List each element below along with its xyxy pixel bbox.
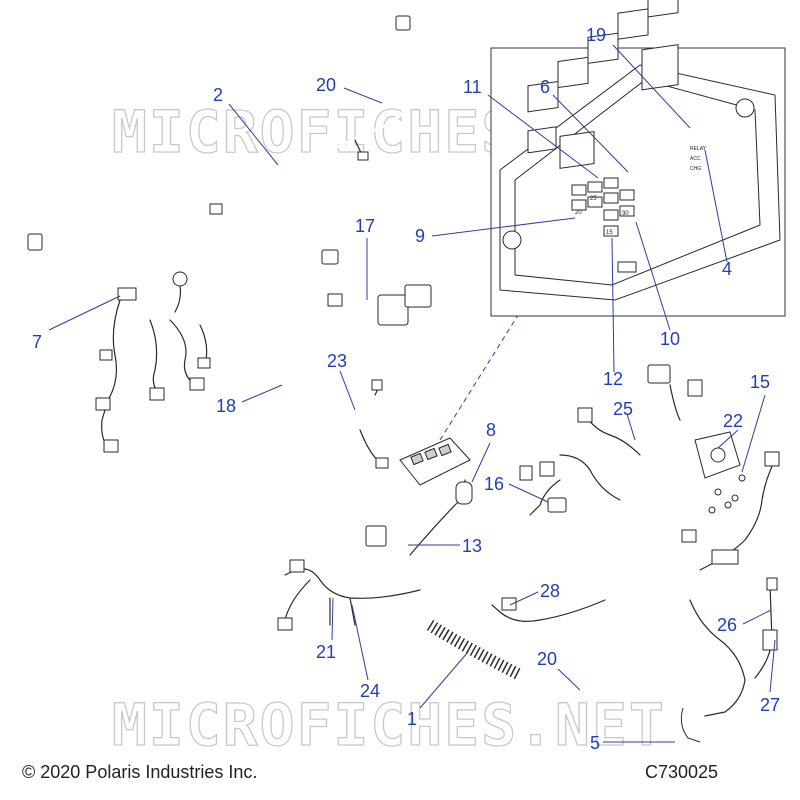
sub-harness-part-2 — [27, 15, 414, 296]
callout-22: 22 — [723, 411, 743, 431]
callout-12: 12 — [603, 369, 623, 389]
relay-legend-labels: RELAY ACC CHG — [690, 146, 707, 172]
callout-9: 9 — [415, 226, 425, 246]
callout-27: 27 — [760, 695, 780, 715]
fuse-label-25: 25 — [590, 196, 597, 202]
callout-16: 16 — [484, 474, 504, 494]
callout-13: 13 — [462, 536, 482, 556]
legend-acc: ACC — [690, 156, 701, 162]
callout-20-top: 20 — [316, 75, 336, 95]
callout-28: 28 — [540, 581, 560, 601]
connector-cluster-part-17 — [327, 284, 432, 469]
callout-1: 1 — [407, 709, 417, 729]
fuse-box-small — [399, 437, 471, 486]
callout-19: 19 — [586, 25, 606, 45]
fuse-box-detail-inset: 20 30 15 25 RELAY ACC CHG — [490, 0, 786, 317]
engine-harness-left — [95, 271, 357, 480]
watermark-bottom: MICROFICHES.NET — [112, 691, 666, 759]
legend-chg: CHG — [690, 166, 701, 172]
figure-code: C730025 — [645, 762, 719, 782]
fuse-label-15: 15 — [606, 230, 613, 236]
callout-4: 4 — [722, 259, 732, 279]
copyright-text: © 2020 Polaris Industries Inc. — [22, 762, 258, 782]
callout-20-bottom: 20 — [537, 649, 557, 669]
fuse-label-30: 30 — [622, 211, 629, 217]
callout-24: 24 — [360, 681, 380, 701]
leader-lines — [48, 44, 776, 743]
callout-10: 10 — [660, 329, 680, 349]
relay-array — [527, 0, 679, 169]
callout-7: 7 — [32, 332, 42, 352]
callout-17: 17 — [355, 216, 375, 236]
callout-2: 2 — [213, 85, 223, 105]
harness-right-side — [491, 364, 780, 743]
legend-relay: RELAY — [690, 146, 707, 152]
callout-15: 15 — [750, 372, 770, 392]
callout-23: 23 — [327, 351, 347, 371]
callout-21: 21 — [316, 642, 336, 662]
callout-5: 5 — [590, 733, 600, 753]
fuse-array: 20 30 15 25 — [571, 177, 635, 237]
callout-11: 11 — [463, 77, 482, 97]
callout-26: 26 — [717, 615, 737, 635]
callout-18: 18 — [216, 396, 236, 416]
fuse-label-20: 20 — [575, 210, 582, 216]
main-harness-trunk-part-1 — [277, 460, 605, 696]
detail-view-pointer — [439, 311, 521, 441]
callout-6: 6 — [540, 77, 550, 97]
callout-25: 25 — [613, 399, 633, 419]
callout-8: 8 — [486, 420, 496, 440]
screws-part-15 — [708, 474, 746, 514]
grommet-part-22 — [694, 431, 741, 479]
callout-numbers: 2 20 7 17 23 18 8 13 16 28 25 22 15 21 2… — [32, 25, 780, 753]
